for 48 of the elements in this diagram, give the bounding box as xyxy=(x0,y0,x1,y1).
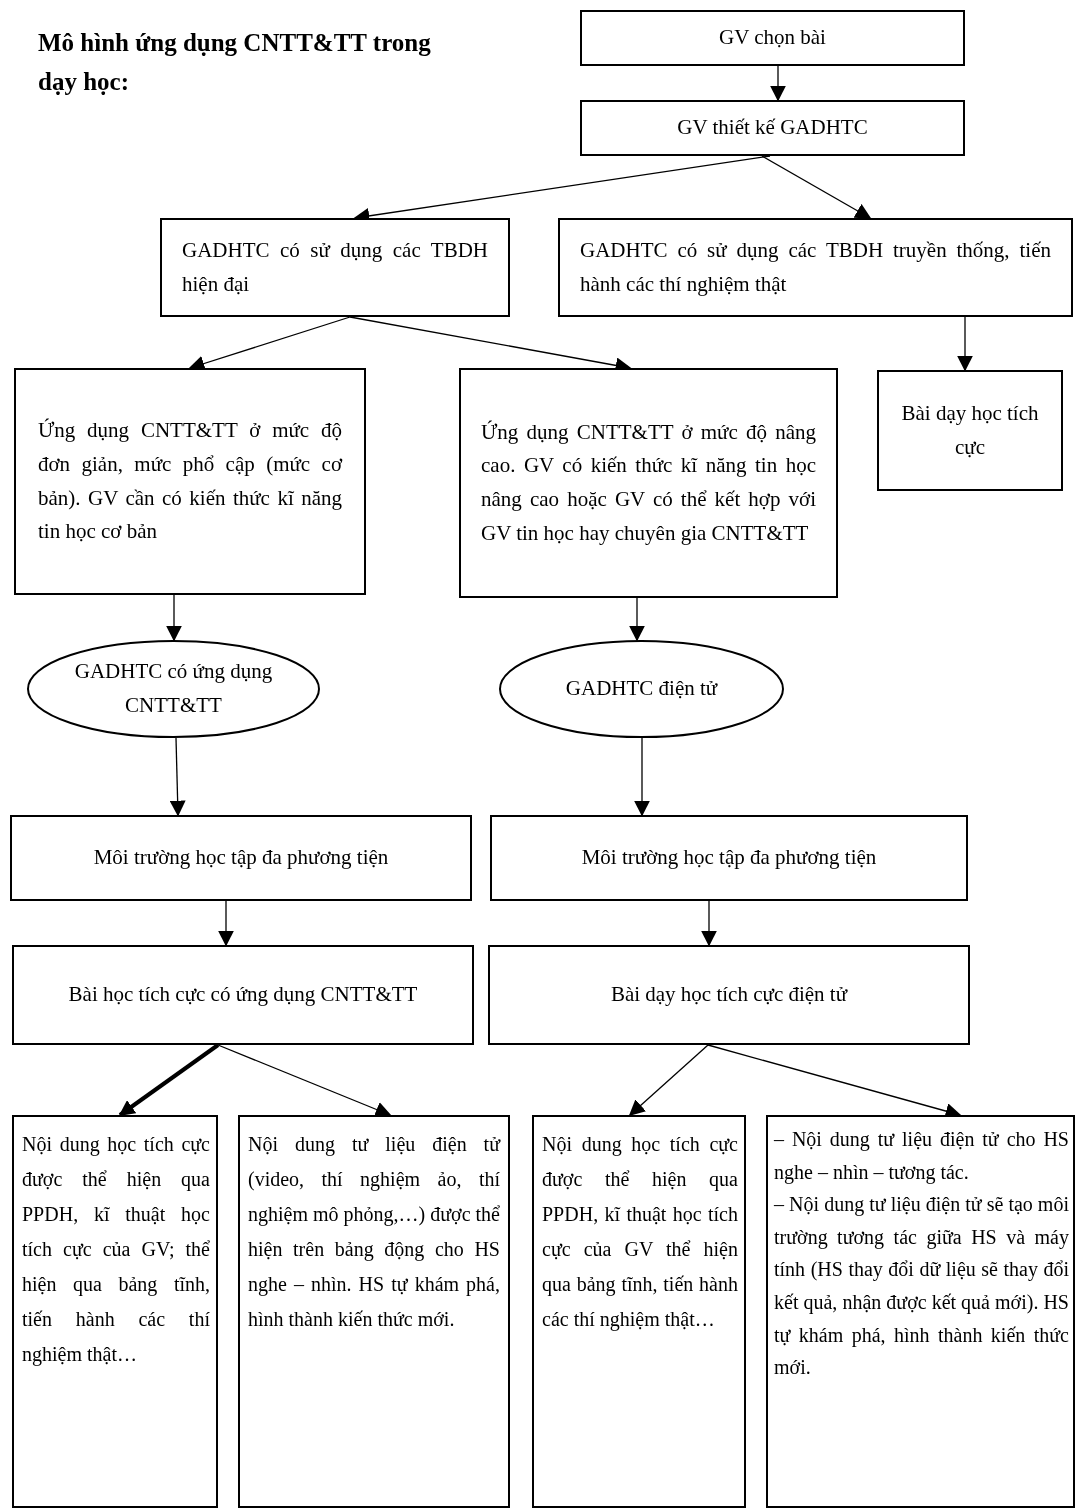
node-text: Nội dung học tích cực được thể hiện qua PPDH, kĩ thuật học tích cực của GV thể hiện qua bảng tĩnh, tiến hành các thí nghiệm thật… xyxy=(542,1132,738,1333)
process-box xyxy=(580,100,965,156)
arrow xyxy=(628,1044,709,1117)
node-text: Bài dạy học tích cực điện tử xyxy=(609,981,849,1009)
ellipse-node xyxy=(499,640,784,738)
process-box xyxy=(459,368,838,598)
node-text: Nội dung học tích cực được thể hiện qua PPDH, kĩ thuật học tích cực của GV; thể hiện qua bảng tĩnh, tiến hành các thí nghiệm thật… xyxy=(22,1132,210,1368)
ellipse-node xyxy=(27,640,320,738)
node-text: – Nội dung tư liệu điện tử sẽ tạo môi trường tương tác giữa HS và máy tính (HS thay đổi dữ liệu sẽ thay đổi kết quả, nhận được kết quả mới). HS tự khám phá, hình thành kiến thức mới. xyxy=(774,1192,1069,1381)
node-text: Môi trường học tập đa phương tiện xyxy=(92,844,390,872)
arrow xyxy=(169,737,186,817)
arrow xyxy=(701,900,717,947)
node-text: Ứng dụng CNTT&TT ở mức độ đơn giản, mức phổ cập (mức cơ bản). GV cần có kiến thức kĩ năng tin học cơ bản xyxy=(38,417,342,546)
arrow xyxy=(634,737,650,817)
node-text: GV thiết kế GADHTC xyxy=(676,114,869,142)
node-text: GADHTC có sử dụng các TBDH hiện đại xyxy=(182,236,488,298)
process-box xyxy=(877,370,1063,491)
process-box xyxy=(10,815,472,901)
arrow xyxy=(118,1043,220,1117)
arrow xyxy=(770,65,786,102)
process-box xyxy=(490,815,968,901)
process-box xyxy=(238,1115,510,1508)
node-text: GV chọn bài xyxy=(718,24,827,52)
process-box xyxy=(766,1115,1075,1508)
arrow xyxy=(629,597,645,642)
arrow xyxy=(166,594,182,642)
process-box xyxy=(12,945,474,1045)
process-box xyxy=(12,1115,218,1508)
process-box xyxy=(558,218,1073,317)
process-box xyxy=(488,945,970,1045)
node-text: GADHTC điện tử xyxy=(564,675,719,703)
node-text: Ứng dụng CNTT&TT ở mức độ nâng cao. GV có kiến thức kĩ năng tin học nâng cao hoặc GV có thể kết hợp với GV tin học hay chuyên gia CNTT&TT xyxy=(481,418,816,547)
arrow xyxy=(217,1044,392,1117)
arrow xyxy=(957,316,973,372)
node-text: Bài dạy học tích cực xyxy=(900,399,1040,461)
node-text: Môi trường học tập đa phương tiện xyxy=(580,844,878,872)
node-text: – Nội dung tư liệu điện tử cho HS nghe – nhìn – tương tác. xyxy=(774,1127,1069,1186)
process-box xyxy=(532,1115,746,1508)
process-box xyxy=(14,368,366,595)
arrow xyxy=(218,900,234,947)
node-text: Bài học tích cực có ứng dụng CNTT&TT xyxy=(67,981,419,1009)
process-box xyxy=(580,10,965,66)
arrow xyxy=(761,155,872,219)
process-box xyxy=(160,218,510,317)
diagram-title: Mô hình ứng dụng CNTT&TT trong dạy học: xyxy=(38,28,432,97)
node-text: GADHTC có ứng dụng CNTT&TT xyxy=(73,658,274,719)
node-text: Nội dung tư liệu điện tử (video, thí nghiệm ảo, thí nghiệm mô phỏng,…) được thể hiện trên bảng động cho HS nghe – nhìn. HS tự khám phá, hình thành kiến thức mới. xyxy=(248,1132,500,1332)
node-text: GADHTC có sử dụng các TBDH truyền thống, tiến hành các thí nghiệm thật xyxy=(580,236,1051,298)
